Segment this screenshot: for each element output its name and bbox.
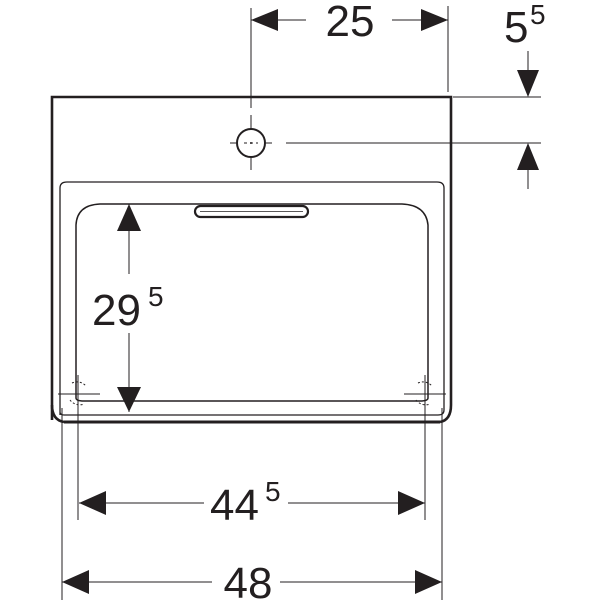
arrow-up-icon: [117, 204, 141, 231]
dimension-sup-29: 5: [148, 281, 164, 312]
dimension-fixing-spacing: 44 5: [79, 476, 425, 530]
basin-inner-rim: [59, 181, 445, 416]
dimension-bowl-depth: 29 5: [92, 204, 164, 412]
dimension-label-29: 29: [92, 286, 141, 335]
arrow-right-icon: [415, 570, 442, 594]
arrow-left-icon: [79, 491, 106, 515]
basin-outer-outline: [50, 95, 453, 424]
dimension-label-48: 48: [224, 559, 273, 600]
dimension-label-44: 44: [210, 481, 259, 530]
arrow-up-icon: [517, 143, 539, 170]
right-fixing-point: [404, 375, 446, 600]
left-fixing-point: [58, 375, 100, 600]
arrow-right-icon: [398, 491, 425, 515]
dimension-tap-to-edge: 25: [250, 0, 449, 108]
dimension-tap-offset: 5 5: [286, 0, 546, 189]
dimension-label-5: 5: [504, 3, 528, 52]
arrow-left-icon: [251, 9, 278, 31]
basin-bowl: [75, 203, 429, 402]
arrow-left-icon: [62, 570, 89, 594]
dimension-overall-width: 48: [62, 559, 442, 600]
dimension-label-25: 25: [326, 0, 375, 46]
arrow-down-icon: [517, 70, 539, 97]
tap-hole-icon: [230, 115, 272, 170]
dimension-sup-44: 5: [265, 476, 281, 507]
arrow-right-icon: [421, 9, 448, 31]
overflow-slot: [193, 204, 310, 219]
arrow-down-icon: [117, 387, 141, 412]
dimension-sup-5: 5: [530, 0, 546, 30]
